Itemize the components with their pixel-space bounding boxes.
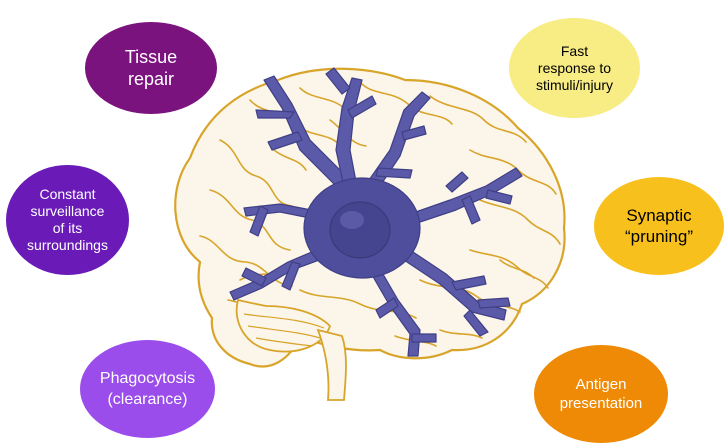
fast-response-label: Fast response to stimuli/injury xyxy=(536,43,613,94)
phagocytosis-bubble: Phagocytosis (clearance) xyxy=(80,340,215,438)
tissue-repair-bubble: Tissue repair xyxy=(85,22,217,114)
antigen-presentation-label: Antigen presentation xyxy=(560,375,643,413)
fast-response-bubble: Fast response to stimuli/injury xyxy=(509,18,640,118)
antigen-presentation-bubble: Antigen presentation xyxy=(534,345,668,443)
constant-surveillance-bubble: Constant surveillance of its surrounding… xyxy=(6,165,129,275)
synaptic-pruning-label: Synaptic “pruning” xyxy=(625,205,693,247)
tissue-repair-label: Tissue repair xyxy=(125,46,177,90)
constant-surveillance-label: Constant surveillance of its surrounding… xyxy=(27,186,108,254)
phagocytosis-label: Phagocytosis (clearance) xyxy=(100,368,195,410)
synaptic-pruning-bubble: Synaptic “pruning” xyxy=(594,177,724,275)
